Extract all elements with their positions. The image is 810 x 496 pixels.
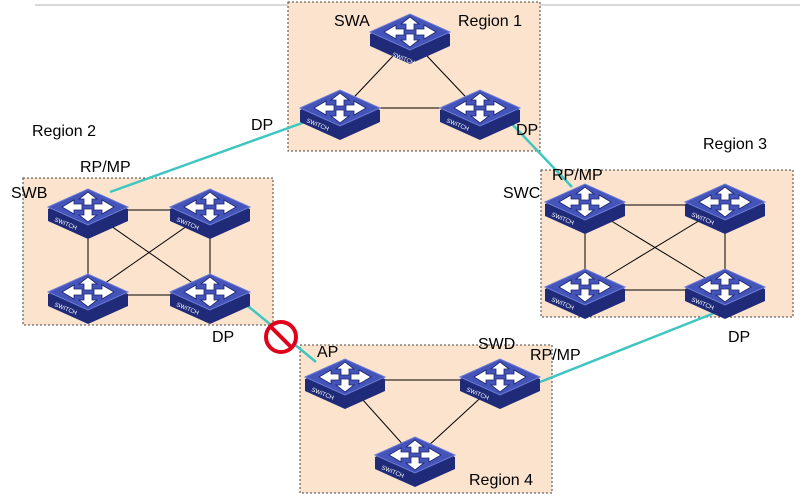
port-role-r4-ap: AP bbox=[317, 344, 338, 361]
port-role-r4-rpmp: RP/MP bbox=[530, 347, 581, 364]
region-3-label: Region 3 bbox=[703, 136, 767, 153]
region-2-label: Region 2 bbox=[32, 123, 96, 140]
port-role-r2-rpmp: RP/MP bbox=[80, 159, 131, 176]
prohibited-icon bbox=[264, 320, 298, 354]
region-4-label: Region 4 bbox=[469, 472, 533, 489]
switch-name-swa: SWA bbox=[334, 13, 370, 30]
port-role-r2-dp: DP bbox=[212, 329, 234, 346]
switch-name-swb: SWB bbox=[11, 185, 47, 202]
switch-name-swc: SWC bbox=[503, 185, 540, 202]
link-r1-r2 bbox=[109, 120, 306, 194]
port-role-r1-left-dp: DP bbox=[251, 117, 273, 134]
switch-name-swd: SWD bbox=[478, 336, 515, 353]
link-r3-r4 bbox=[539, 308, 723, 384]
port-role-r3-rpmp: RP/MP bbox=[552, 167, 603, 184]
region-1-label: Region 1 bbox=[458, 13, 522, 30]
port-role-r3-dp: DP bbox=[728, 329, 750, 346]
port-role-r1-right-dp: DP bbox=[516, 122, 538, 139]
link-r1-r3 bbox=[511, 123, 573, 188]
